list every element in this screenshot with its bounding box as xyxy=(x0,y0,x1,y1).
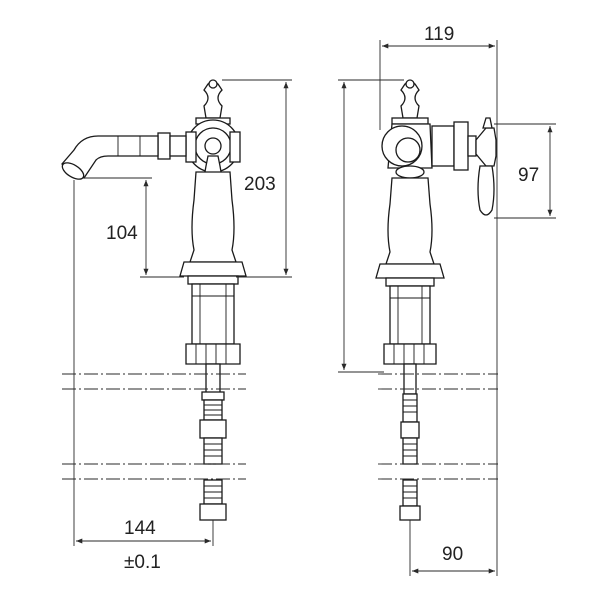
side-supply-hose xyxy=(399,393,421,521)
dimension-label-119: 119 xyxy=(424,24,454,45)
side-valve-head xyxy=(381,117,433,179)
front-spout xyxy=(61,132,187,180)
dimension-90: 90 xyxy=(409,520,495,576)
dimension-97: 97 xyxy=(494,123,556,219)
dimension-119: 119 xyxy=(379,24,498,576)
dimension-label-90: 90 xyxy=(442,544,463,565)
countertop-lines xyxy=(62,373,498,480)
dimension-label-97: 97 xyxy=(518,165,539,186)
dimension-144: 144 ±0.1 xyxy=(73,180,214,573)
front-body-column xyxy=(179,171,247,277)
dimension-label-tolerance: ±0.1 xyxy=(124,552,161,573)
side-shank xyxy=(383,277,437,395)
dimension-label-144: 144 xyxy=(124,518,156,539)
front-supply-hose xyxy=(199,391,227,521)
dimension-total-side xyxy=(338,79,404,373)
dimension-label-203: 203 xyxy=(244,174,276,195)
dimension-label-104: 104 xyxy=(106,223,138,244)
front-view xyxy=(61,79,247,521)
front-shank xyxy=(185,275,241,395)
front-finial xyxy=(203,79,223,119)
side-lever-assembly xyxy=(431,117,497,216)
side-body-column xyxy=(375,177,445,279)
side-view xyxy=(375,79,497,521)
side-finial xyxy=(400,79,420,119)
dimension-104: 104 xyxy=(84,177,184,278)
dimension-203: 203 xyxy=(222,79,292,278)
